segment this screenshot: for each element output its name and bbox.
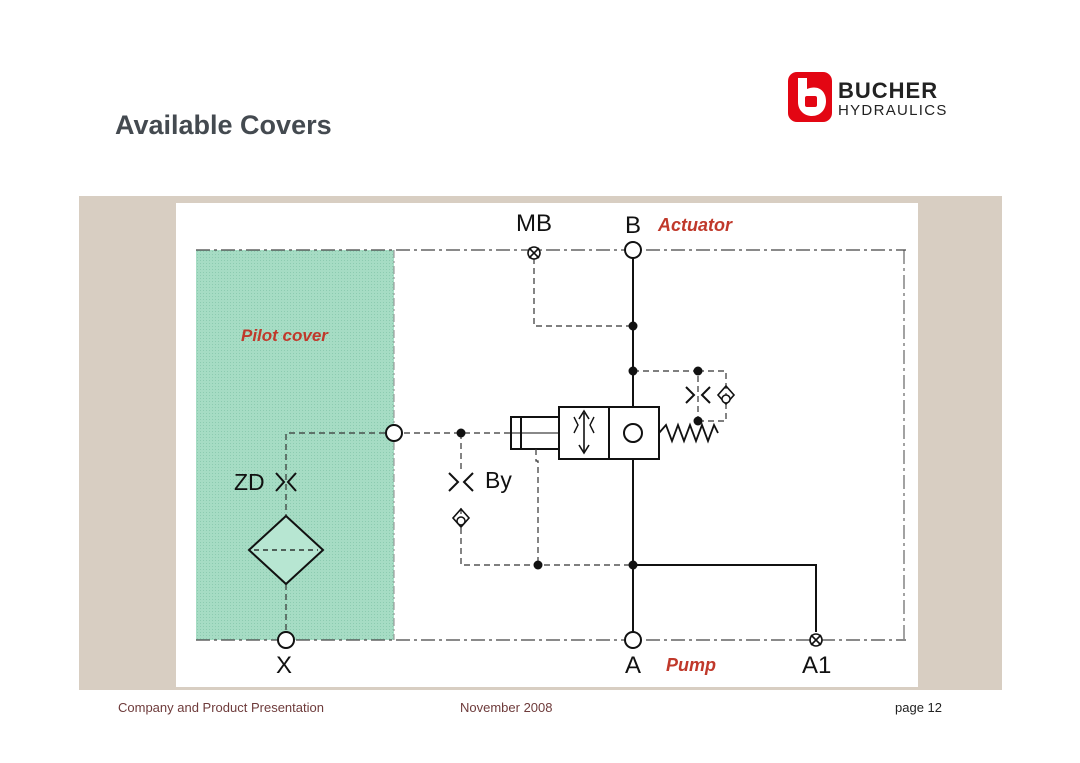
pump-callout: Pump xyxy=(666,655,716,675)
schematic-svg: MB B Actuator Pilot cover ZD By X A Pump… xyxy=(196,210,906,679)
hydraulic-schematic: MB B Actuator Pilot cover ZD By X A Pump… xyxy=(176,203,918,687)
port-x-circle xyxy=(277,631,295,649)
footer-page-number: page 12 xyxy=(895,700,942,715)
pilot-cover-area xyxy=(196,250,394,640)
logo-wordmark-bucher: BUCHER xyxy=(838,78,939,103)
port-a-label: A xyxy=(625,652,641,679)
port-a1-plug xyxy=(809,633,823,647)
port-b-circle xyxy=(624,241,642,259)
footer-date: November 2008 xyxy=(460,700,553,715)
actuator-callout: Actuator xyxy=(657,215,733,235)
footer-left: Company and Product Presentation xyxy=(118,700,324,715)
port-x-label: X xyxy=(276,652,292,679)
a1-branch-line xyxy=(633,564,817,632)
pilot-port-circle xyxy=(385,424,403,442)
port-a-circle xyxy=(624,631,642,649)
bucher-logo: BUCHER HYDRAULICS xyxy=(788,72,978,124)
zd-label: ZD xyxy=(234,469,265,495)
valve-spring xyxy=(658,422,719,444)
port-b-label: B xyxy=(625,212,641,239)
bucher-logo-icon xyxy=(788,72,832,122)
slide-title: Available Covers xyxy=(115,110,332,140)
port-mb-label: MB xyxy=(516,210,552,237)
port-a1-label: A1 xyxy=(802,652,831,679)
port-mb-plug xyxy=(527,246,541,260)
pilot-cover-callout: Pilot cover xyxy=(241,326,329,345)
by-label: By xyxy=(485,467,512,493)
logo-wordmark-hydraulics: HYDRAULICS xyxy=(838,102,948,119)
